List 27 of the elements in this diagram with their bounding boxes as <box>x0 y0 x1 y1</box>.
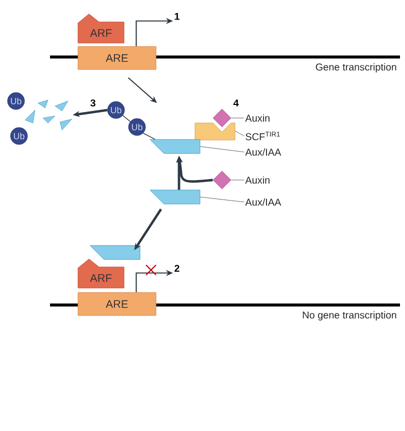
scf-complex <box>194 122 236 140</box>
arf-protein: ARF <box>78 258 124 288</box>
connector-line <box>122 115 131 122</box>
step-number: 4 <box>233 100 239 106</box>
aux-iaa-protein <box>90 245 140 260</box>
leader-line <box>200 196 244 202</box>
state-caption: Gene transcription <box>316 63 396 72</box>
are-element: ARE <box>78 292 156 316</box>
leader-line <box>235 130 244 136</box>
step-number: 2 <box>174 264 180 272</box>
step-number: 1 <box>174 12 180 20</box>
arf-protein: ARF <box>78 14 124 44</box>
part-label: SCF$^{TIR1}$ <box>246 132 280 140</box>
auxin-diamond <box>212 170 232 190</box>
connector-line <box>142 132 156 140</box>
auxin-diamond <box>212 108 232 128</box>
part-label: Aux/IAA <box>245 198 282 206</box>
part-label: Auxin <box>245 114 270 122</box>
aux-iaa-protein <box>150 190 200 204</box>
part-label: Aux/IAA <box>245 148 282 156</box>
are-element: ARE <box>78 46 156 70</box>
state-caption: No gene transcription <box>302 311 396 320</box>
aux-iaa-protein <box>150 139 200 154</box>
part-label: Auxin <box>245 176 270 184</box>
leader-line <box>200 146 244 152</box>
protein-fragments-drawing <box>24 100 72 130</box>
step-number: 3 <box>90 99 96 107</box>
